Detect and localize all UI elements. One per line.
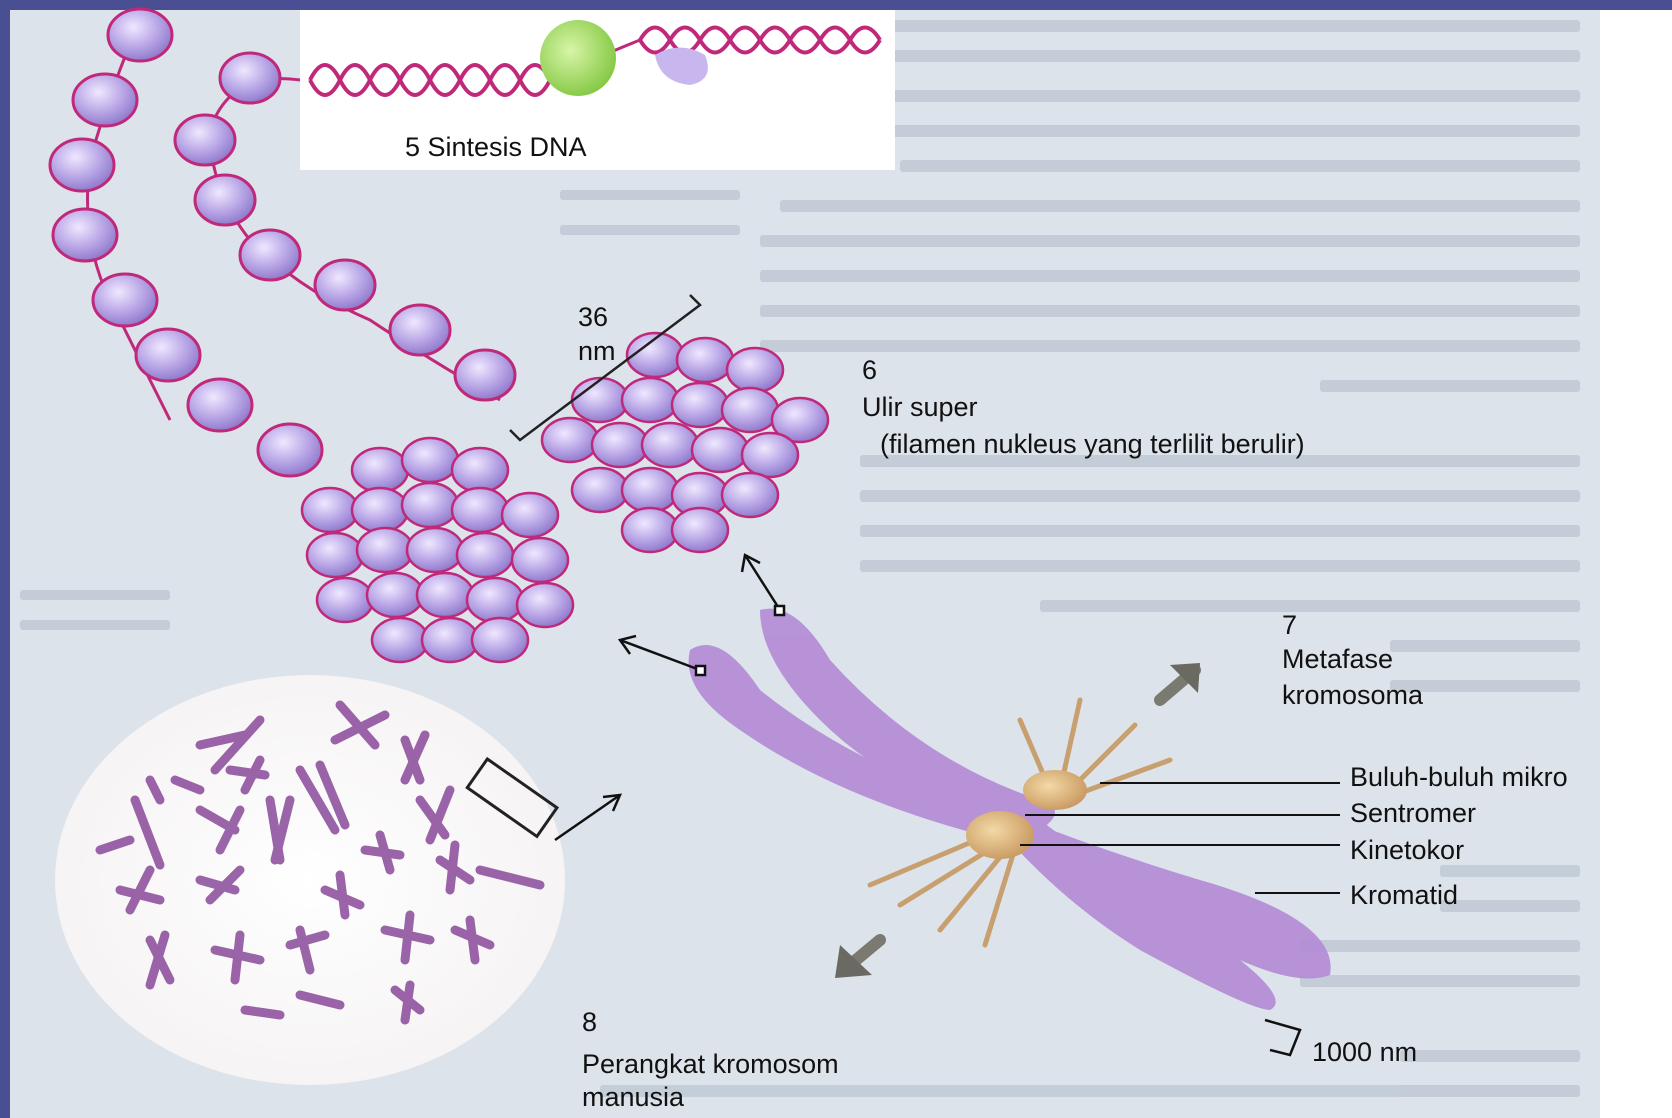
scale-nm-label: nm: [578, 334, 616, 368]
step8-title: Perangkat kromosom: [582, 1047, 839, 1081]
kinetochore-lower: [966, 811, 1034, 859]
microtubule-label: Buluh-buluh mikro: [1350, 760, 1568, 794]
scale-1000nm-label: 1000 nm: [1312, 1035, 1417, 1069]
kinetochore-label: Kinetokor: [1350, 833, 1464, 867]
centromere-label: Sentromer: [1350, 796, 1476, 830]
step7-subtitle: kromosoma: [1282, 678, 1423, 712]
scale-36-label: 36: [578, 300, 608, 334]
step7-number: 7: [1282, 608, 1297, 642]
chromatid-label: Kromatid: [1350, 878, 1458, 912]
step8-number: 8: [582, 1005, 597, 1039]
dna-polymerase-blob: [540, 20, 616, 96]
right-margin: [1600, 10, 1672, 1118]
dna-synthesis-label: 5 Sintesis DNA: [405, 130, 587, 164]
step7-title: Metafase: [1282, 642, 1393, 676]
step6-title: Ulir super: [862, 390, 978, 424]
step8-subtitle: manusia: [582, 1080, 684, 1114]
step6-number: 6: [862, 353, 877, 387]
karyotype-circle: [55, 675, 565, 1085]
kinetochore-upper: [1023, 770, 1087, 810]
step6-description: (filamen nukleus yang terlilit berulir): [880, 427, 1305, 461]
